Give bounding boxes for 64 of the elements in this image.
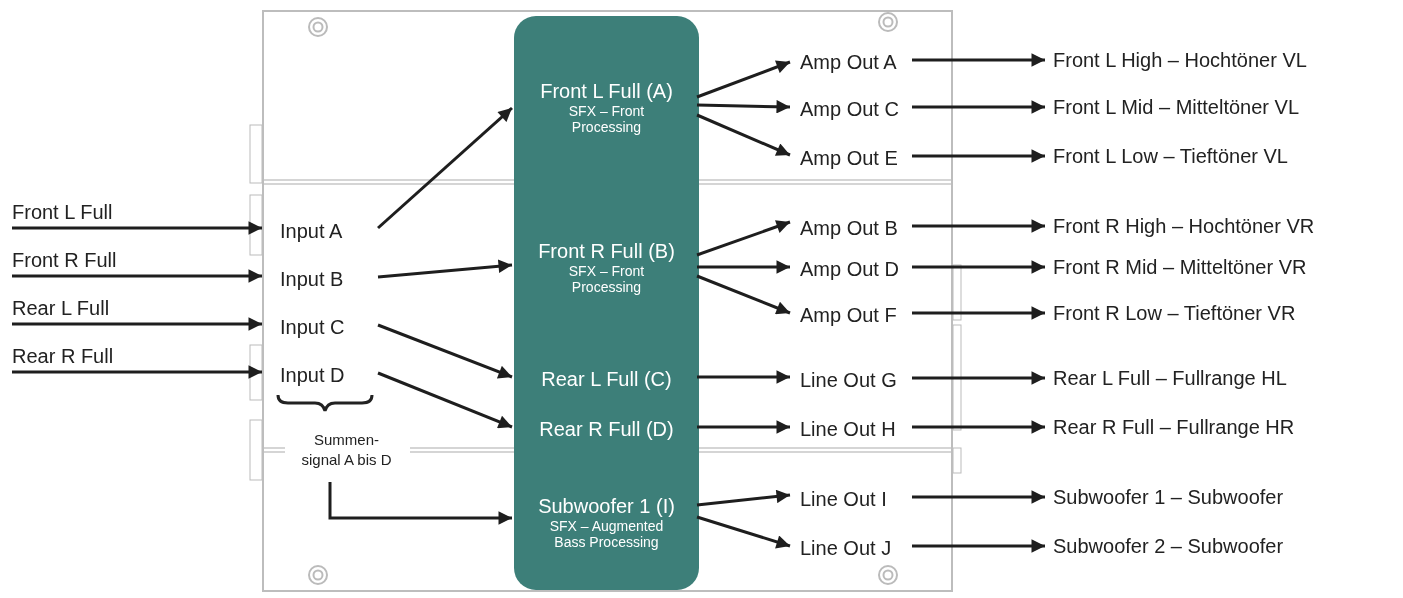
- output-label: Line Out J: [792, 533, 914, 563]
- device-housing: [262, 10, 953, 592]
- arrow: [912, 539, 1045, 553]
- speaker-label: Rear L Full – Fullrange HL: [1045, 363, 1400, 393]
- arrow: [696, 515, 791, 549]
- arrow: [912, 420, 1045, 434]
- channel-label: Front R Full (B): [538, 239, 675, 263]
- arrow: [697, 370, 790, 384]
- arrow: [12, 317, 262, 331]
- speaker-label: Front L High – Hochtöner VL: [1045, 45, 1400, 75]
- arrow: [377, 259, 513, 279]
- arrow: [377, 106, 513, 230]
- channel-label: Subwoofer 1 (I): [538, 493, 675, 518]
- speaker-label: Subwoofer 2 – Subwoofer: [1045, 531, 1400, 561]
- arrow: [12, 365, 262, 379]
- channel-label: Front L Full (A): [540, 79, 673, 103]
- arrow: [912, 306, 1045, 320]
- speaker-label: Rear R Full – Fullrange HR: [1045, 412, 1400, 442]
- output-label: Amp Out D: [792, 254, 914, 284]
- channel-label: Rear L Full (C): [514, 364, 699, 394]
- arrow: [696, 113, 791, 157]
- arrow: [377, 323, 513, 379]
- processing-note: SFX – Front Processing: [567, 263, 646, 295]
- arrow: [912, 149, 1045, 163]
- arrow: [696, 220, 791, 257]
- speaker-label: Front L Mid – Mitteltöner VL: [1045, 92, 1400, 122]
- arrow: [912, 371, 1045, 385]
- arrow: [697, 260, 790, 274]
- speaker-label: Front R Mid – Mitteltöner VR: [1045, 252, 1400, 282]
- arrow: [696, 489, 791, 507]
- input-label: Input D: [280, 360, 380, 390]
- arrow: [696, 99, 791, 114]
- arrow: [328, 482, 512, 525]
- input-label: Input A: [280, 216, 380, 246]
- arrow: [912, 219, 1045, 233]
- arrow: [912, 490, 1045, 504]
- input-label: Input B: [280, 264, 380, 294]
- input-label: Input C: [280, 312, 380, 342]
- speaker-label: Front L Low – Tieftöner VL: [1045, 141, 1400, 171]
- sum-signal-note: Summen- signal A bis D: [294, 430, 399, 470]
- arrow: [12, 269, 262, 283]
- output-label: Amp Out A: [792, 47, 914, 77]
- output-label: Amp Out F: [792, 300, 914, 330]
- arrow: [696, 274, 791, 315]
- processing-note: SFX – Front Processing: [567, 103, 646, 135]
- arrow: [697, 420, 790, 434]
- output-label: Line Out I: [792, 484, 914, 514]
- arrow: [377, 371, 513, 429]
- arrow: [912, 260, 1045, 274]
- output-label: Amp Out B: [792, 213, 914, 243]
- processing-note: SFX – Augmented Bass Processing: [548, 517, 665, 550]
- arrow: [12, 221, 262, 235]
- arrow: [912, 53, 1045, 67]
- output-label: Amp Out C: [792, 94, 914, 124]
- output-label: Line Out G: [792, 365, 914, 395]
- arrow: [696, 60, 791, 99]
- speaker-label: Subwoofer 1 – Subwoofer: [1045, 482, 1400, 512]
- speaker-label: Front R High – Hochtöner VR: [1045, 211, 1400, 241]
- output-label: Line Out H: [792, 414, 914, 444]
- channel-label: Rear R Full (D): [514, 414, 699, 444]
- arrow: [912, 100, 1045, 114]
- speaker-label: Front R Low – Tieftöner VR: [1045, 298, 1400, 328]
- output-label: Amp Out E: [792, 143, 914, 173]
- dsp-block: [514, 16, 699, 590]
